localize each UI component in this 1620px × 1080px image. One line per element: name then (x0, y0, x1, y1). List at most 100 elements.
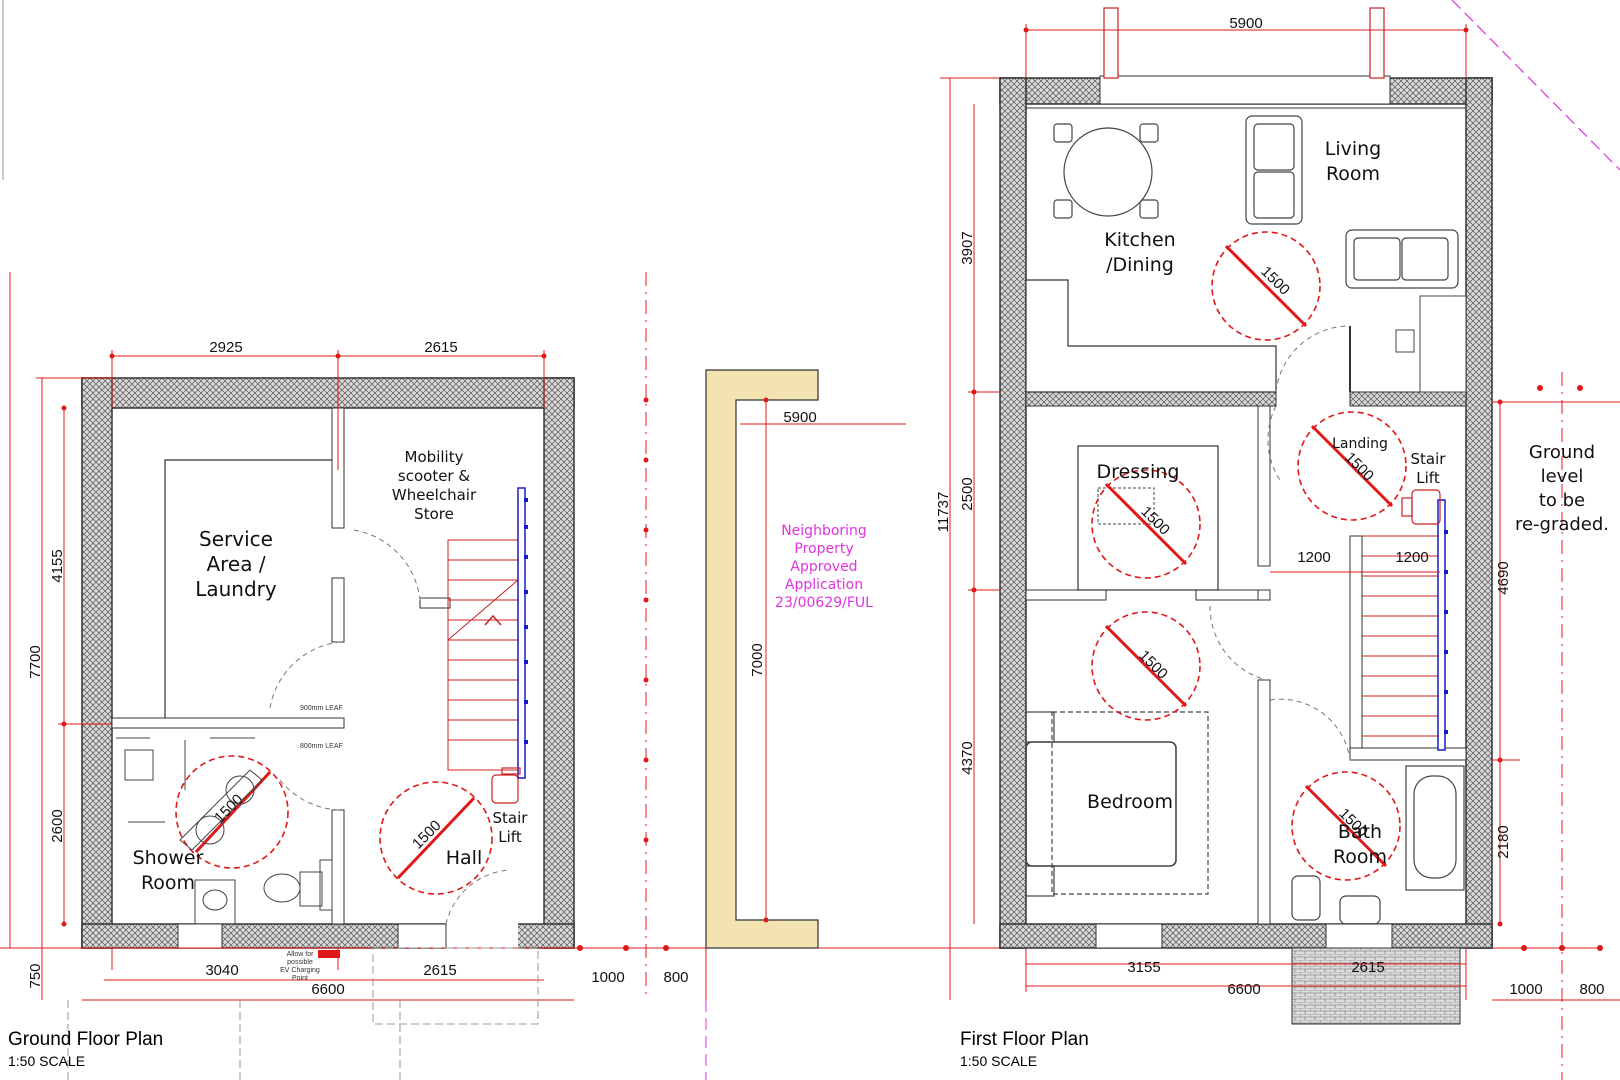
ground-regrade-note: re-graded. (1515, 514, 1609, 535)
dim-label: 2615 (1351, 959, 1384, 976)
stair-lift-label: Lift (498, 828, 522, 846)
dining-table-icon (1053, 123, 1159, 219)
ground-wall-top (81, 377, 575, 409)
room-label-mobility: Store (414, 505, 454, 523)
ev-note: EV Charging (280, 967, 320, 974)
dim-label: 2180 (1495, 825, 1512, 858)
first-wall-bottom (999, 923, 1493, 949)
wheelchair-icon (179, 769, 263, 851)
first-circle-label: 1500 (1341, 449, 1377, 485)
bath-fixtures (1291, 765, 1465, 925)
stair-lift-label: Stair (493, 809, 529, 827)
top-door-posts (1103, 7, 1385, 79)
svg-text:800mm LEAF: 800mm LEAF (300, 743, 343, 750)
dim-label: 750 (27, 963, 44, 988)
room-label-landing: Landing (1332, 436, 1388, 452)
dim-label: 4370 (959, 741, 976, 774)
dim-label: 6600 (1227, 981, 1260, 998)
dim-label: 1200 (1297, 549, 1330, 566)
ground-plan-title: Ground Floor Plan (8, 1029, 163, 1050)
neighbor-note: Property (794, 541, 853, 557)
dim-label: 7700 (27, 645, 44, 678)
dim-label: 800 (1579, 981, 1604, 998)
room-label-kitchen: /Dining (1106, 254, 1174, 276)
first-turning-circle-kitchen: 1500 (1211, 231, 1321, 341)
room-label-shower: Room (141, 872, 195, 894)
ground-circle-label: 1500 (211, 791, 247, 827)
dim-label: 3907 (959, 231, 976, 264)
first-stair-lift-chair-icon (1401, 489, 1441, 525)
dim-label: 1200 (1395, 549, 1428, 566)
ev-note: possible (287, 959, 313, 966)
dim-label: 11737 (935, 492, 952, 533)
first-plan-title: First Floor Plan (960, 1029, 1089, 1050)
room-label-hall: Hall (446, 847, 483, 869)
neighbor-dim-label: 5900 (783, 409, 816, 426)
dim-label: 2925 (209, 339, 242, 356)
ev-charging-point-icon (318, 950, 340, 958)
dressing-closet (1077, 445, 1219, 591)
toilet-icon (1291, 875, 1321, 921)
ground-regrade-note: to be (1539, 490, 1585, 511)
stair-lift-label: Lift (1416, 469, 1440, 487)
dim-label: 1000 (591, 969, 624, 986)
room-label-living: Room (1326, 163, 1380, 185)
dim-label: 6600 (311, 981, 344, 998)
ground-regrade-note: Ground (1529, 442, 1595, 463)
stair-lift-label: Stair (1411, 450, 1447, 468)
room-label-bath: Room (1333, 846, 1387, 868)
room-label-living: Living (1325, 138, 1382, 160)
room-label-dressing: Dressing (1097, 461, 1180, 483)
basin-icon (1339, 895, 1381, 925)
first-wall-right (1465, 77, 1493, 949)
ev-note: Point (292, 975, 308, 982)
ground-regrade-note: level (1541, 466, 1584, 487)
first-turning-circle-bedroom: 1500 (1091, 611, 1201, 721)
ground-stair-lift-rail-icon (517, 487, 528, 779)
first-stairs (1361, 535, 1439, 749)
ground-stairs (447, 539, 519, 771)
dim-label: 2615 (424, 339, 457, 356)
dim-label: 2600 (49, 809, 66, 842)
ground-front-door-opening (446, 922, 518, 950)
room-label-bedroom: Bedroom (1087, 791, 1173, 813)
room-label-mobility: Mobility (405, 448, 464, 466)
first-floor-plan: 1500 1500 1500 1500 1500 (935, 0, 1620, 1080)
room-label-mobility: scooter & (398, 467, 470, 485)
first-dimension-lines (940, 24, 1620, 1080)
sofa-icon (1345, 229, 1459, 289)
ground-turning-circle-hall: 1500 (379, 781, 493, 895)
room-label-kitchen: Kitchen (1104, 229, 1175, 251)
dim-label: 2500 (959, 477, 976, 510)
kitchen-counter (1025, 279, 1277, 393)
first-turning-circle-landing: 1500 (1297, 411, 1407, 521)
neighbor-note: Approved (790, 559, 857, 575)
dim-label: 1000 (1509, 981, 1542, 998)
dim-label: 4155 (49, 549, 66, 582)
room-label-bath: Bath (1338, 821, 1382, 843)
ground-wall-left (81, 377, 113, 949)
ground-floor-plan: 1500 1500 900mm LEAF 800mm LEAF (0, 272, 1600, 1080)
neighbor-note: 23/00629/FUL (775, 595, 873, 611)
first-circle-label: 1500 (1135, 647, 1171, 683)
neighbor-dim-label: 7000 (749, 643, 766, 676)
desk-icon (1419, 295, 1467, 393)
sofa-icon (1245, 115, 1303, 225)
bed-icon (1025, 711, 1209, 897)
first-plan-scale: 1:50 SCALE (960, 1053, 1037, 1069)
first-stair-lift-rail-icon (1437, 499, 1448, 751)
neighbor-note: Application (785, 577, 863, 593)
ev-note: Allow for (287, 951, 315, 958)
room-label-service: Laundry (195, 577, 277, 601)
ground-wall-right (543, 377, 575, 949)
room-label-shower: Shower (133, 847, 204, 869)
svg-text:900mm LEAF: 900mm LEAF (300, 705, 343, 712)
toilet-icon (263, 873, 301, 903)
ground-plan-scale: 1:50 SCALE (8, 1053, 85, 1069)
room-label-mobility: Wheelchair (392, 486, 477, 504)
dim-label: 5900 (1229, 15, 1262, 32)
ground-stair-lift-chair-icon (491, 767, 521, 804)
dim-label: 2615 (423, 962, 456, 979)
dim-label: 800 (663, 969, 688, 986)
